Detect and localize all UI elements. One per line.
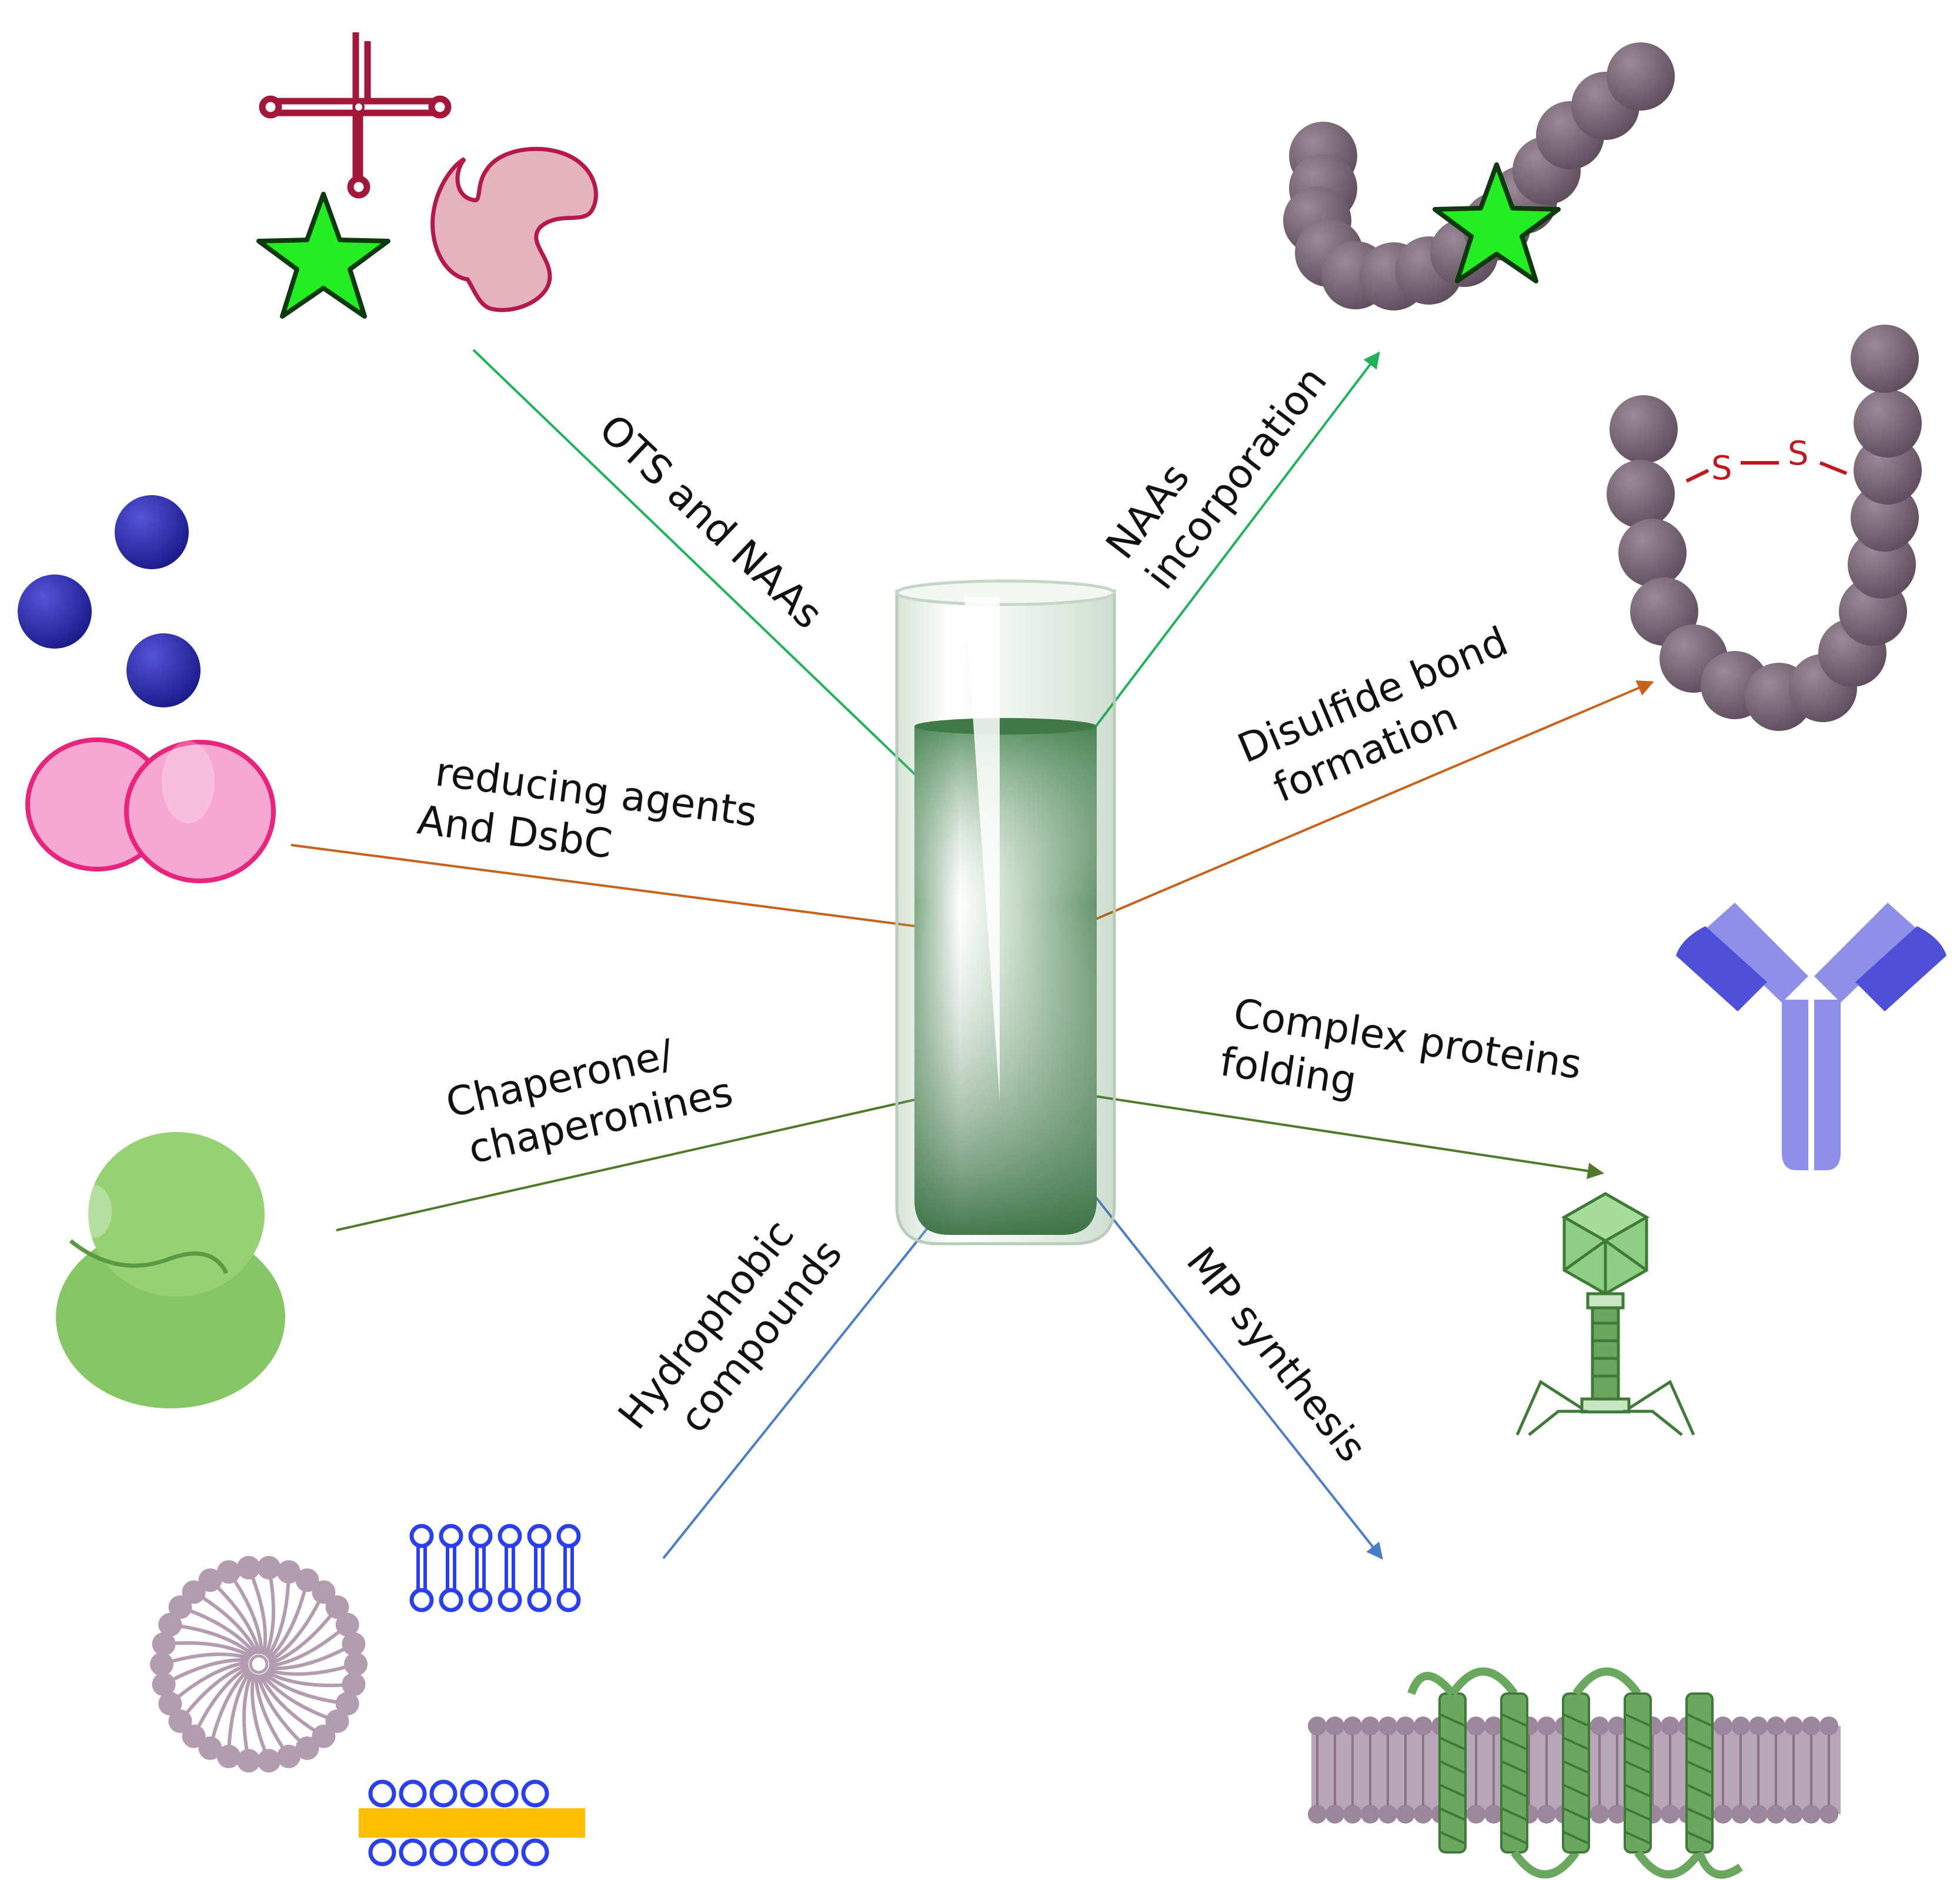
- star-icon: [1433, 162, 1561, 283]
- test-tube: [895, 579, 1116, 1245]
- reducing-agent-sphere: [18, 575, 92, 649]
- reducing-agent-spheres: [18, 495, 201, 707]
- membrane-protein-icon: [1308, 1667, 1841, 1879]
- disulfide-protein-chain-icon: [1607, 325, 1922, 731]
- antibody-icon: [1676, 903, 1946, 1170]
- micelle-icon: [150, 1555, 368, 1773]
- arrow-chaperone-in: [336, 1088, 943, 1231]
- arrow-disulfide-out: [1078, 680, 1654, 927]
- arrow-mp-out: [1078, 1175, 1383, 1560]
- dsbc-protein-icon: [25, 737, 276, 883]
- sulfur-label-right: S: [1788, 435, 1809, 473]
- label-ots-and-naas: OTS and NAAs: [590, 406, 831, 638]
- arrow-complex-out: [1078, 1093, 1604, 1180]
- bacteriophage-icon: [1515, 1192, 1695, 1436]
- nanodisc-icon: [359, 1779, 585, 1866]
- disulfide-bond: S S: [1685, 435, 1848, 487]
- arrow-reducing-in: [291, 844, 940, 936]
- sulfur-label-left: S: [1711, 449, 1732, 487]
- protein-chain-with-star-icon: [1283, 42, 1675, 310]
- arrow-ots-in: [472, 349, 961, 819]
- reducing-agent-sphere: [115, 495, 189, 569]
- chaperone-protein-icon: [56, 1132, 285, 1408]
- reducing-agent-sphere: [126, 633, 201, 707]
- synthetase-enzyme-icon: [430, 146, 598, 312]
- star-icon: [256, 192, 390, 319]
- trna-icon: [259, 32, 452, 199]
- label-mp-synthesis: MP synthesis: [1177, 1238, 1375, 1471]
- lipid-bilayer-icon: [412, 1526, 579, 1610]
